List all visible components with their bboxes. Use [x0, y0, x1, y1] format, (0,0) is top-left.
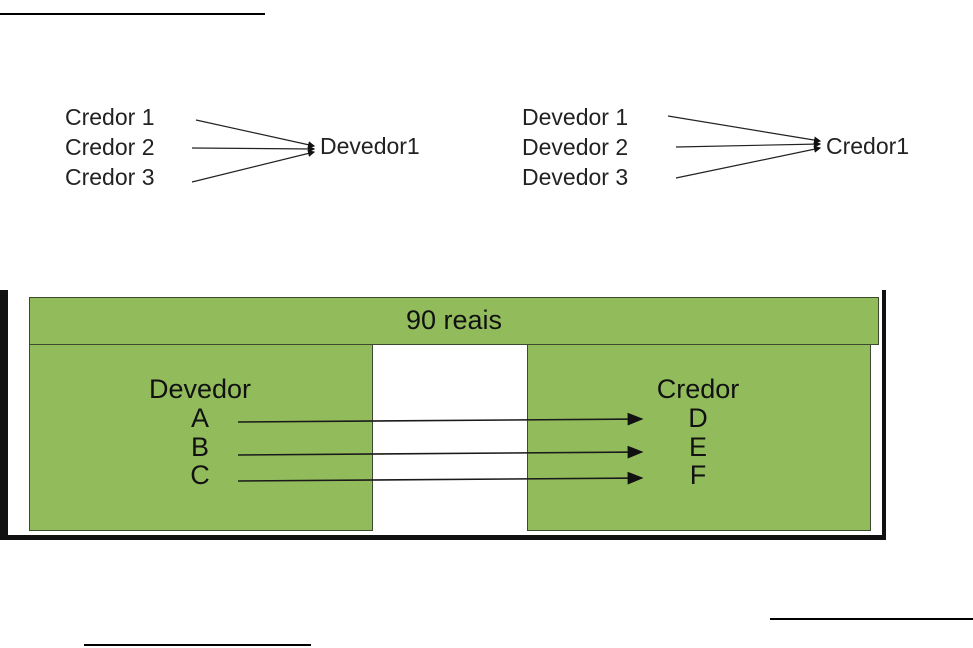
devedor-item-a: A: [190, 403, 209, 433]
arrow-credor3: [191, 149, 316, 183]
arrow-c-f: [237, 471, 644, 485]
diagram1-source-3: Credor 3: [65, 164, 155, 190]
credor-box: [527, 344, 871, 531]
arrow-a-d: [237, 412, 644, 426]
arrow-credor1: [195, 119, 316, 149]
diagram2-source-3: Devedor 3: [522, 164, 629, 190]
header-bar: [29, 297, 879, 345]
bottom-left-underline: [84, 644, 311, 646]
diagram1-source-1: Credor 1: [65, 104, 155, 130]
arrow-devedor1: [667, 115, 822, 144]
arrow-b-e: [237, 445, 644, 459]
diagram2-source-2: Devedor 2: [522, 134, 629, 160]
header-label: 90 reais: [405, 305, 503, 335]
top-underline: [0, 13, 265, 15]
arrow-credor2: [191, 145, 316, 153]
arrow-devedor2: [675, 140, 822, 148]
credor-item-d: D: [688, 403, 708, 433]
credor-title: Credor: [656, 374, 740, 404]
devedor-item-b: B: [190, 432, 209, 462]
devedor-item-c: C: [190, 460, 210, 490]
credor-item-e: E: [688, 432, 707, 462]
bottom-right-underline: [770, 618, 973, 620]
diagram2-target: Credor1: [826, 133, 910, 159]
diagram2-source-1: Devedor 1: [522, 104, 629, 130]
credor-item-f: F: [689, 460, 707, 490]
diagram1-source-2: Credor 2: [65, 134, 155, 160]
diagram1-target: Devedor1: [320, 133, 420, 159]
devedor-box: [29, 344, 373, 531]
arrow-devedor3: [675, 145, 822, 179]
devedor-title: Devedor: [148, 374, 252, 404]
